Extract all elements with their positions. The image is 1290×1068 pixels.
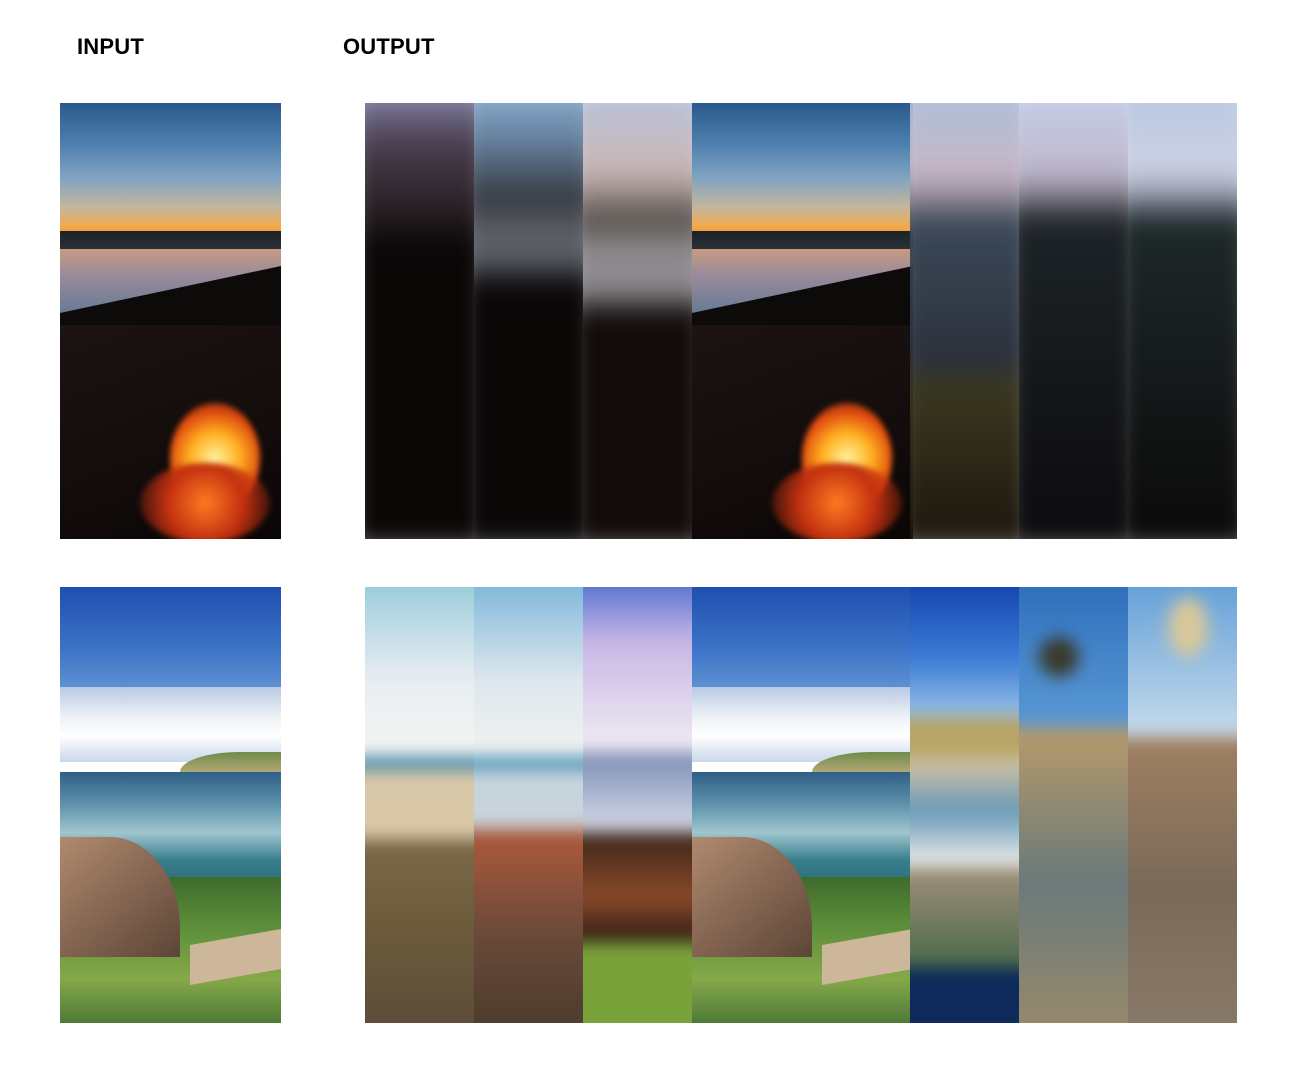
output-strip-sunset-2 [474, 103, 583, 539]
input-image-sunset [60, 103, 281, 539]
output-strip-coast-3 [583, 587, 692, 1023]
output-strip-sunset-7 [1019, 103, 1128, 539]
output-strip-coast-1 [365, 587, 474, 1023]
output-strip-coast-2 [474, 587, 583, 1023]
output-strip-coast-8 [1128, 587, 1237, 1023]
output-strip-coast-7 [1019, 587, 1128, 1023]
output-heading: OUTPUT [343, 34, 435, 59]
output-strip-sunset-8 [1128, 103, 1237, 539]
output-strip-coast-6 [910, 587, 1019, 1023]
input-image-coast [60, 587, 281, 1023]
output-strip-sunset-3 [583, 103, 692, 539]
output-strip-sunset-1 [365, 103, 474, 539]
output-strip-coast-sharp [692, 587, 913, 1023]
output-strip-set-sunset [365, 103, 1237, 539]
output-strip-sunset-6 [910, 103, 1019, 539]
output-strip-sunset-sharp [692, 103, 913, 539]
output-strip-set-coast [365, 587, 1237, 1023]
input-heading: INPUT [77, 34, 144, 59]
